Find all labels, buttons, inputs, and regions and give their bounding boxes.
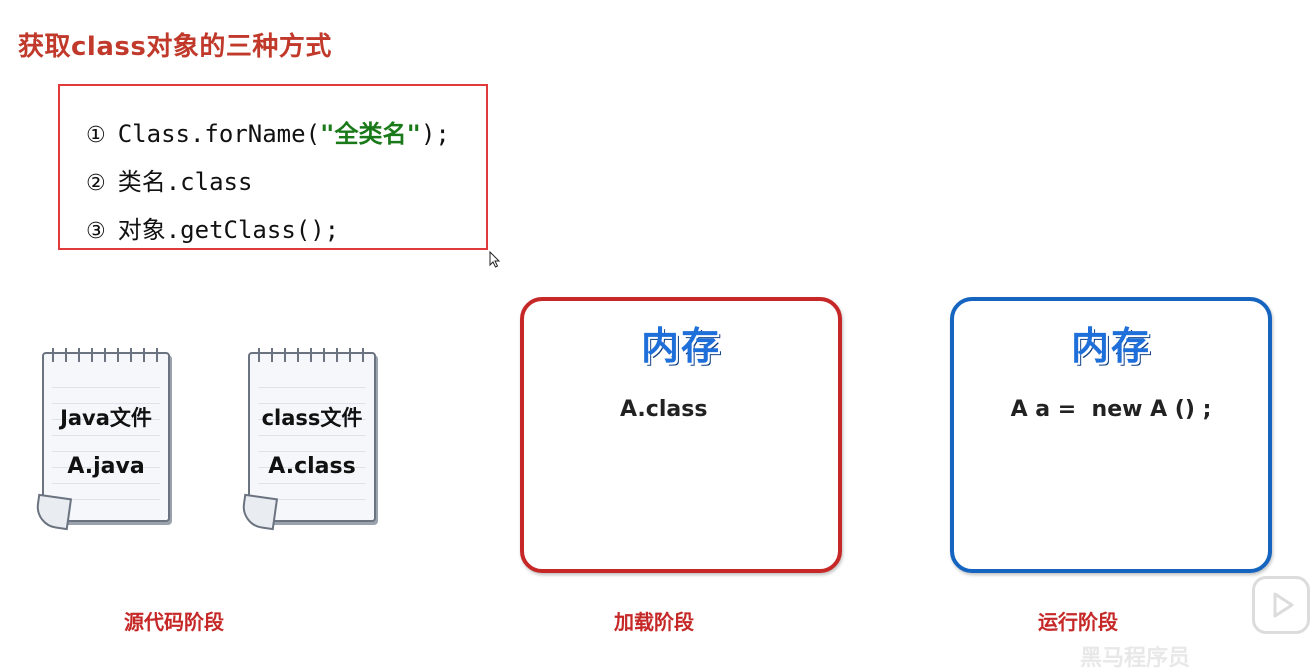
memory-box-load: 内存 A.class xyxy=(520,297,842,573)
memory-content: A a = new A () ; xyxy=(1010,397,1212,422)
memory-heading: 内存 xyxy=(640,324,721,368)
memory-box-run: 内存 A a = new A () ; xyxy=(950,297,1272,573)
file-name-label: A.class xyxy=(268,454,356,479)
file-name-label: A.java xyxy=(67,454,145,479)
stage-load: 加载阶段 xyxy=(614,610,694,634)
page-title: 获取class对象的三种方式 xyxy=(18,32,332,62)
file-type-label: class文件 xyxy=(261,406,363,430)
play-icon[interactable] xyxy=(1252,576,1310,634)
memory-heading: 内存 xyxy=(1070,324,1151,368)
cursor-icon xyxy=(489,251,501,268)
java-file-card: Java文件 A.java xyxy=(33,348,170,531)
memory-content: A.class xyxy=(620,397,708,422)
file-type-label: Java文件 xyxy=(60,406,152,430)
watermark: 黑马程序员 xyxy=(1080,646,1191,671)
class-file-card: class文件 A.class xyxy=(239,348,376,531)
stage-source: 源代码阶段 xyxy=(124,610,224,634)
stage-run: 运行阶段 xyxy=(1038,610,1118,634)
